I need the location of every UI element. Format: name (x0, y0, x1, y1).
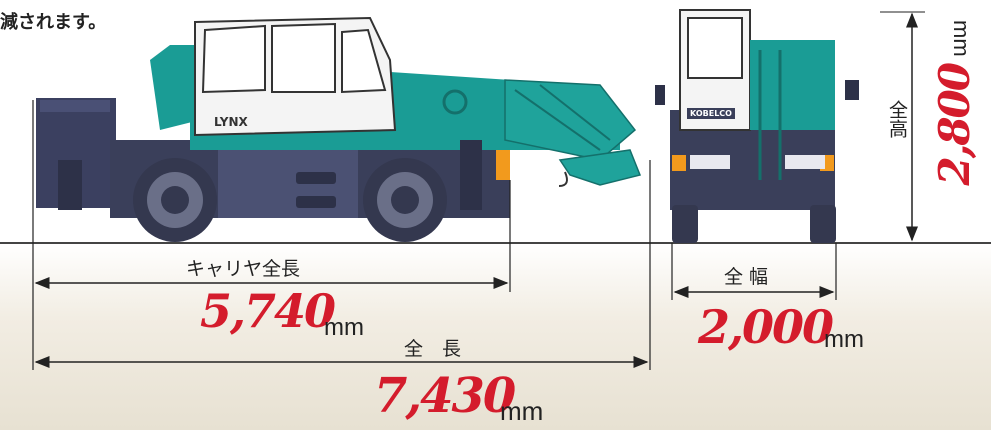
overall-length-unit: mm (500, 396, 544, 426)
carrier-length-unit: mm (324, 314, 364, 341)
crane-side-view (36, 16, 642, 242)
front-superstructure (750, 40, 835, 130)
boom-base-teal (150, 45, 200, 130)
lynx-badge: LYNX (214, 115, 248, 129)
overall-length-value: 7,430 (374, 368, 516, 424)
kobelco-badge: KOBELCO (687, 108, 735, 119)
cab-window-rear (341, 28, 387, 94)
overall-width-value: 2,000 (698, 300, 834, 354)
overall-height-value: 2,800 (930, 64, 979, 186)
overall-length-label: 全 長 (404, 338, 462, 360)
cab-window-front (201, 24, 266, 94)
boom-head (504, 79, 637, 161)
overall-height-label: 全高 (886, 100, 908, 138)
cab-window-door (271, 22, 336, 93)
ground-area (0, 243, 991, 430)
carrier-length-value: 5,740 (200, 284, 336, 338)
crane-front-view (655, 9, 859, 243)
overall-width-label: 全 幅 (724, 266, 769, 288)
overall-width-unit: mm (824, 326, 864, 353)
overall-height-unit: mm (949, 20, 974, 57)
hook-block (558, 149, 642, 186)
carrier-length-label: キャリヤ全長 (186, 258, 301, 280)
top-note: 減されます。 (0, 12, 107, 33)
